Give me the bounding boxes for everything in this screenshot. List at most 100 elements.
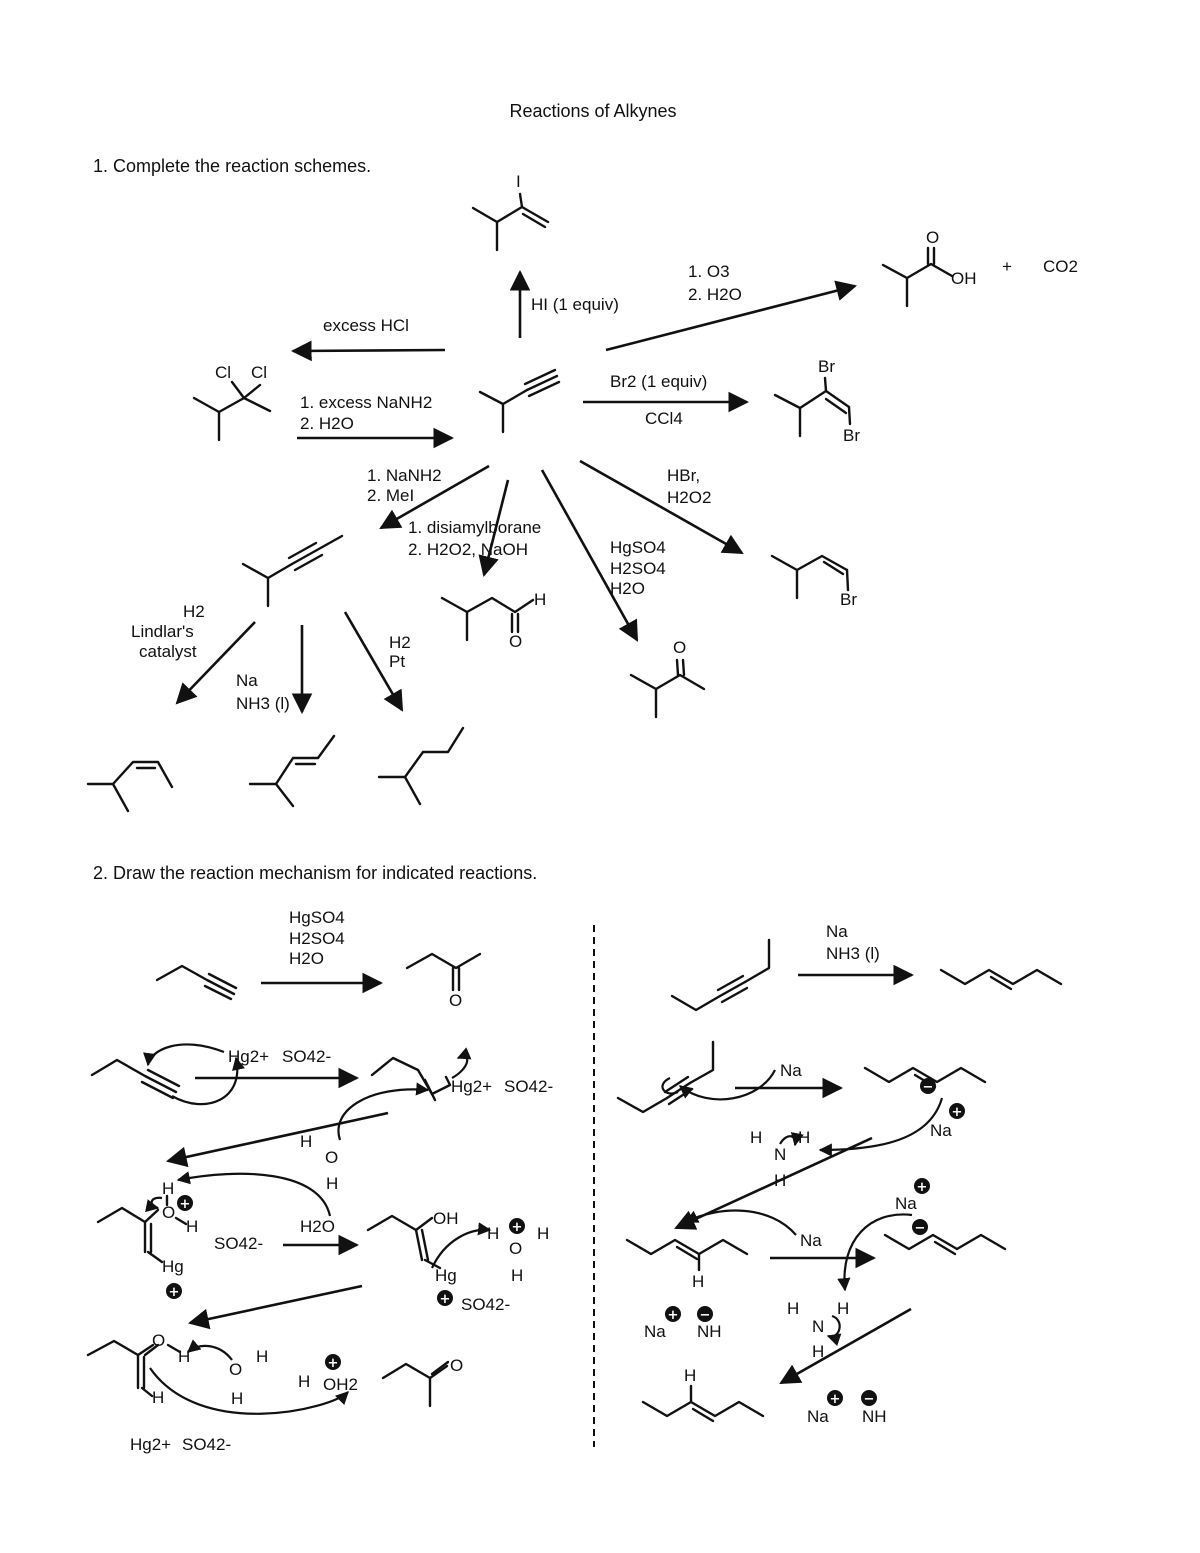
svg-text:H: H <box>162 1179 174 1198</box>
center-alkyne-3-methyl-1-butyne <box>478 368 561 434</box>
svg-text:O: O <box>152 1331 165 1350</box>
right-nh-1: NH <box>697 1322 722 1341</box>
left-mercurinium-ion <box>370 1056 452 1102</box>
left-step1-alkyne <box>90 1058 181 1100</box>
right-reactant-3-hexyne <box>670 938 771 1012</box>
svg-text:Br: Br <box>818 357 835 376</box>
product-2-2-dichloro-3-methylbutane: Cl Cl <box>192 363 272 442</box>
product-3-methyl-2-butanone: O <box>629 638 706 719</box>
left-h3o2-h: H <box>298 1372 310 1391</box>
right-na-4: Na <box>644 1322 666 1341</box>
left-water2-h2: H <box>231 1389 243 1408</box>
reagent-excess-hcl: excess HCl <box>323 316 409 335</box>
plus-sign: + <box>1002 257 1012 276</box>
svg-text:H: H <box>534 590 546 609</box>
arrow-ozonolysis <box>605 280 858 352</box>
svg-text:Br: Br <box>843 426 860 445</box>
left-hg2plus-1: Hg2+ <box>228 1047 269 1066</box>
curly-arrow-electron-2 <box>684 1209 797 1236</box>
left-water-o: O <box>325 1148 338 1167</box>
right-step1-alkyne <box>616 1040 715 1114</box>
svg-text:H: H <box>152 1388 164 1407</box>
right-minus-charge-nh2-1 <box>697 1306 713 1323</box>
left-plus-charge-hg <box>166 1283 182 1300</box>
right-na-6: Na <box>807 1407 829 1426</box>
svg-text:Hg: Hg <box>435 1266 457 1285</box>
right-nh3b-n: N <box>812 1317 824 1336</box>
right-plus-charge-na-4 <box>827 1390 843 1407</box>
reagent-catalyst: catalyst <box>139 642 197 661</box>
arrow-alkylation <box>379 464 490 530</box>
curly-arrow-water-deprot <box>186 1339 233 1361</box>
right-final-trans-3-hexene: H <box>641 1366 765 1423</box>
reagent-ccl4: CCl4 <box>645 409 683 428</box>
reagent-h2o: H2O <box>610 579 645 598</box>
svg-text:Cl: Cl <box>251 363 267 382</box>
left-water-h2: H <box>326 1174 338 1193</box>
arrow-lindlar <box>175 621 256 705</box>
left-reactant-1-butyne <box>155 964 238 1001</box>
curly-arrow-protonation-2 <box>837 1213 913 1292</box>
reagent-excess-nanh2-1: 1. excess NaNH2 <box>300 393 432 412</box>
reagent-nh3: NH3 (l) <box>236 694 290 713</box>
right-plus-charge-na-3 <box>914 1178 930 1195</box>
left-so4-3: SO42- <box>214 1234 263 1253</box>
svg-text:Hg: Hg <box>162 1257 184 1276</box>
product-co2: CO2 <box>1043 257 1078 276</box>
curly-arrow-hg-return <box>143 1043 225 1067</box>
left-mercury-enol: OH Hg <box>366 1209 459 1285</box>
left-h3o2-oh2: OH2 <box>323 1375 358 1394</box>
right-na-2: Na <box>930 1121 952 1140</box>
reagent-ozonolysis-2: 2. H2O <box>688 285 742 304</box>
left-water-h1: H <box>300 1132 312 1151</box>
right-nh3-n: N <box>774 1145 786 1164</box>
left-hg2plus-2: Hg2+ <box>451 1077 492 1096</box>
product-3-methylbutanal: H O <box>440 590 546 651</box>
reagent-lindlars: Lindlar's <box>131 622 194 641</box>
arrow-hbr-peroxide <box>579 459 744 555</box>
right-minus-charge-nh2-2 <box>861 1390 877 1407</box>
right-na-1: Na <box>780 1061 802 1080</box>
reagent-h2o2-naoh: 2. H2O2, NaOH <box>408 540 528 559</box>
left-h3o-h3: H <box>511 1266 523 1285</box>
svg-text:OH: OH <box>951 269 977 288</box>
left-step4-arrow <box>187 1284 363 1330</box>
page-title: Reactions of Alkynes <box>509 101 676 121</box>
question-1: 1. Complete the reaction schemes. <box>93 156 371 176</box>
right-na-3: Na <box>800 1231 822 1250</box>
curly-arrow-hg-leave <box>149 1367 349 1415</box>
right-product-trans-3-hexene <box>939 968 1063 991</box>
left-plus-charge-oh2 <box>325 1354 341 1371</box>
intermediate-4-methyl-2-pentyne <box>241 534 344 608</box>
left-so4-4: SO42- <box>461 1295 510 1314</box>
left-so4-final: SO42- <box>182 1435 231 1454</box>
curly-arrow-fishhook <box>661 1077 679 1095</box>
right-nh3-h1: H <box>750 1128 762 1147</box>
reagent-h2-pt: H2 <box>389 633 411 652</box>
svg-text:O: O <box>926 228 939 247</box>
right-reagent-nh3: NH3 (l) <box>826 944 880 963</box>
left-reagent-hgso4: HgSO4 <box>289 908 345 927</box>
curly-arrow-electron-from-na <box>678 1069 776 1101</box>
right-nh3b-h1: H <box>787 1299 799 1318</box>
svg-text:H: H <box>692 1272 704 1291</box>
curly-arrow-deprotonation <box>176 1171 332 1217</box>
left-plus-charge-h3o <box>509 1218 525 1235</box>
right-vinyl-anion <box>883 1233 1007 1256</box>
right-nh3b-h2: H <box>837 1299 849 1318</box>
arrow-hydroboration <box>478 479 510 578</box>
reagent-ozonolysis-1: 1. O3 <box>688 262 730 281</box>
svg-text:Br: Br <box>840 590 857 609</box>
svg-text:O: O <box>162 1203 175 1222</box>
reagent-mei: 2. MeI <box>367 486 414 505</box>
left-so4-1: SO42- <box>282 1047 331 1066</box>
left-h2o-base: H2O <box>300 1217 335 1236</box>
reagent-h2so4: H2SO4 <box>610 559 666 578</box>
svg-text:H: H <box>178 1347 190 1366</box>
right-minus-charge-1 <box>920 1078 936 1095</box>
reagent-h2-lindlar: H2 <box>183 602 205 621</box>
arrow-excess-hcl <box>290 340 446 362</box>
product-2-iodo-3-methyl-1-butene: I <box>471 172 550 252</box>
arrow-h2-pt <box>343 611 404 712</box>
curly-arrow-protonation-1 <box>818 1097 944 1157</box>
